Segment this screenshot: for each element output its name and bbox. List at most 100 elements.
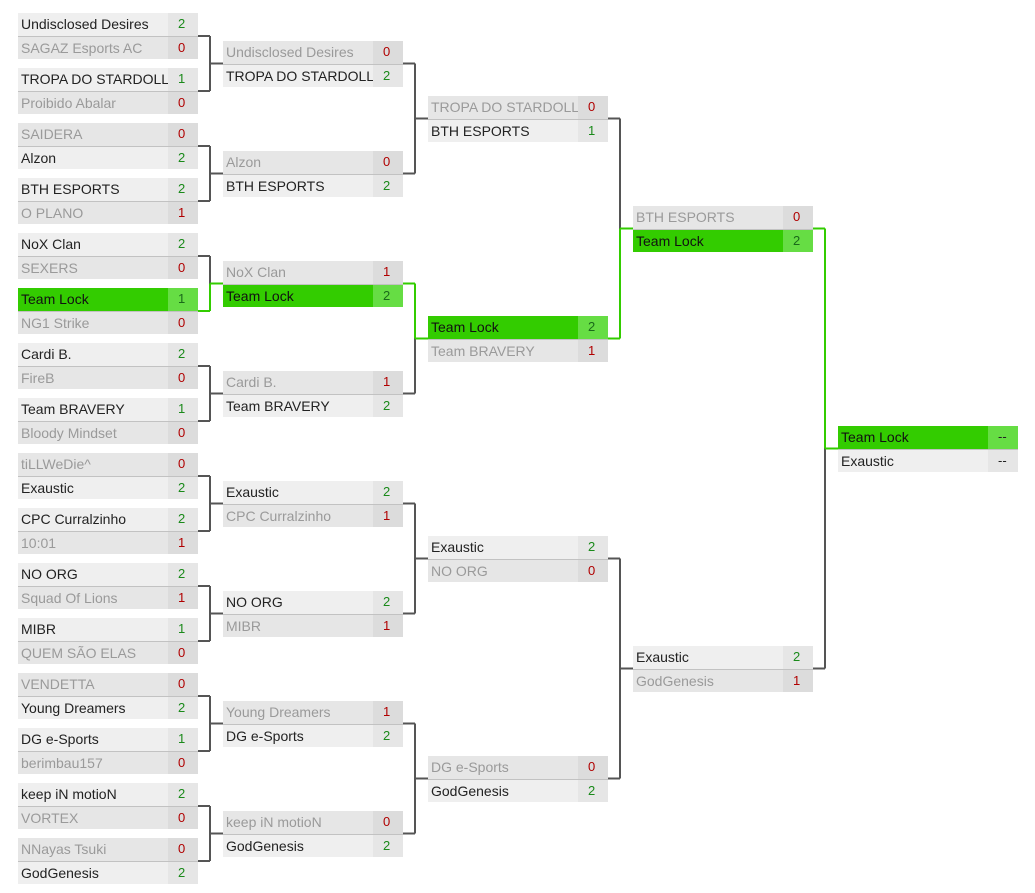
team-name: GodGenesis: [223, 834, 373, 857]
match-r5-1[interactable]: Team Lock--Exaustic--: [838, 425, 1018, 472]
team-name: QUEM SÃO ELAS: [18, 642, 168, 664]
team-slot[interactable]: Cardi B.2: [18, 343, 198, 366]
team-slot[interactable]: Cardi B.1: [223, 370, 403, 394]
team-name: MIBR: [18, 618, 168, 641]
team-score: 2: [373, 480, 403, 504]
team-score: 2: [373, 724, 403, 747]
team-slot[interactable]: Exaustic--: [838, 448, 1018, 472]
team-name: tiLLWeDie^: [18, 453, 168, 476]
team-slot[interactable]: tiLLWeDie^0: [18, 453, 198, 476]
team-slot[interactable]: Team Lock--: [838, 425, 1018, 449]
team-score: 0: [168, 673, 198, 696]
